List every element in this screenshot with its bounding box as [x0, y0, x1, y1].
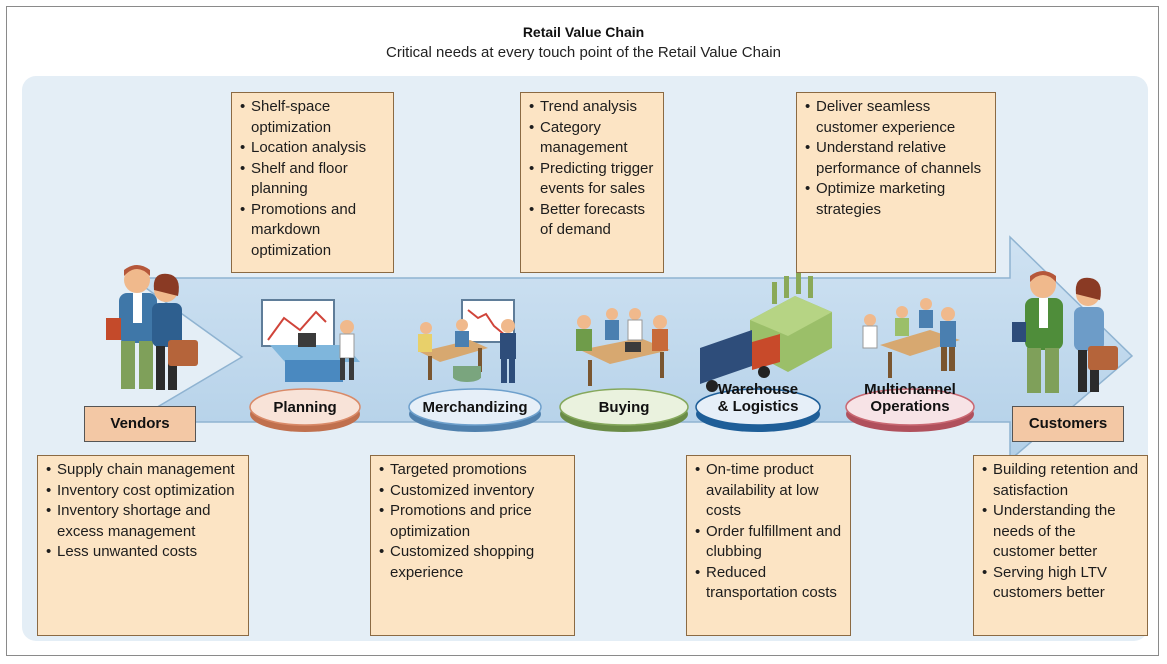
need-item: Customized shopping experience — [379, 542, 568, 583]
planning-platform — [249, 388, 361, 432]
vendors-tag: Vendors — [84, 406, 196, 442]
buying-needs-box: Trend analysisCategory managementPredict… — [520, 92, 664, 273]
merchandizing-platform — [408, 388, 542, 432]
diagram-subtitle: Critical needs at every touch point of t… — [386, 44, 781, 61]
need-item: Location analysis — [240, 138, 387, 159]
need-item: Shelf-space optimization — [240, 97, 387, 138]
multichannel-label-line2: Operations — [870, 398, 950, 415]
multichannel-needs-list: Deliver seamless customer experienceUnde… — [805, 97, 989, 220]
need-item: Promotions and markdown optimization — [240, 200, 387, 262]
team-meeting-icon — [418, 299, 516, 383]
merchandizing-needs-box: Targeted promotionsCustomized inventoryP… — [370, 455, 575, 636]
need-item: Inventory cost optimization — [46, 481, 242, 502]
analyst-desk-icon — [261, 299, 360, 382]
need-item: Predicting trigger events for sales — [529, 159, 657, 200]
stage-label-buying: Buying — [598, 399, 650, 416]
businesspeople-icon — [106, 265, 198, 390]
need-item: Deliver seamless customer experience — [805, 97, 989, 138]
need-item: Shelf and floor planning — [240, 159, 387, 200]
warehouse-label-line1: Warehouse — [717, 381, 799, 398]
vendors-needs-box: Supply chain managementInventory cost op… — [37, 455, 249, 636]
need-item: Trend analysis — [529, 97, 657, 118]
stage-label-multichannel: Multichannel Operations — [846, 381, 974, 415]
need-item: Promotions and price optimization — [379, 501, 568, 542]
multichannel-needs-box: Deliver seamless customer experienceUnde… — [796, 92, 996, 273]
need-item: On-time product availability at low cost… — [695, 460, 844, 522]
customers-needs-list: Building retention and satisfactionUnder… — [982, 460, 1141, 604]
warehouse-platform — [695, 388, 821, 432]
need-item: Understand relative performance of chann… — [805, 138, 989, 179]
vendors-needs-list: Supply chain managementInventory cost op… — [46, 460, 242, 563]
planning-needs-box: Shelf-space optimizationLocation analysi… — [231, 92, 394, 273]
truck-warehouse-icon — [700, 272, 832, 392]
stage-label-planning: Planning — [273, 399, 337, 416]
need-item: Understanding the needs of the customer … — [982, 501, 1141, 563]
warehouse-needs-box: On-time product availability at low cost… — [686, 455, 851, 636]
need-item: Inventory shortage and excess management — [46, 501, 242, 542]
warehouse-needs-list: On-time product availability at low cost… — [695, 460, 844, 604]
need-item: Optimize marketing strategies — [805, 179, 989, 220]
stage-label-merchandizing: Merchandizing — [422, 399, 528, 416]
need-item: Category management — [529, 118, 657, 159]
need-item: Less unwanted costs — [46, 542, 242, 563]
multichannel-label-line1: Multichannel — [864, 381, 956, 398]
merchandizing-needs-list: Targeted promotionsCustomized inventoryP… — [379, 460, 568, 583]
customers-tag: Customers — [1012, 406, 1124, 442]
need-item: Customized inventory — [379, 481, 568, 502]
need-item: Building retention and satisfaction — [982, 460, 1141, 501]
stage-label-warehouse: Warehouse & Logistics — [698, 381, 818, 415]
planning-needs-list: Shelf-space optimizationLocation analysi… — [240, 97, 387, 261]
customers-needs-box: Building retention and satisfactionUnder… — [973, 455, 1148, 636]
customers-icon — [1012, 271, 1118, 393]
need-item: Reduced transportation costs — [695, 563, 844, 604]
buyers-table-icon — [576, 308, 670, 386]
need-item: Order fulfillment and clubbing — [695, 522, 844, 563]
operations-team-icon — [862, 298, 960, 378]
buying-platform — [559, 388, 689, 432]
buying-needs-list: Trend analysisCategory managementPredict… — [529, 97, 657, 241]
need-item: Targeted promotions — [379, 460, 568, 481]
multichannel-platform — [845, 388, 975, 432]
diagram-title: Retail Value Chain — [522, 24, 645, 40]
need-item: Serving high LTV customers better — [982, 563, 1141, 604]
need-item: Supply chain management — [46, 460, 242, 481]
warehouse-label-line2: & Logistics — [717, 398, 799, 415]
need-item: Better forecasts of demand — [529, 200, 657, 241]
